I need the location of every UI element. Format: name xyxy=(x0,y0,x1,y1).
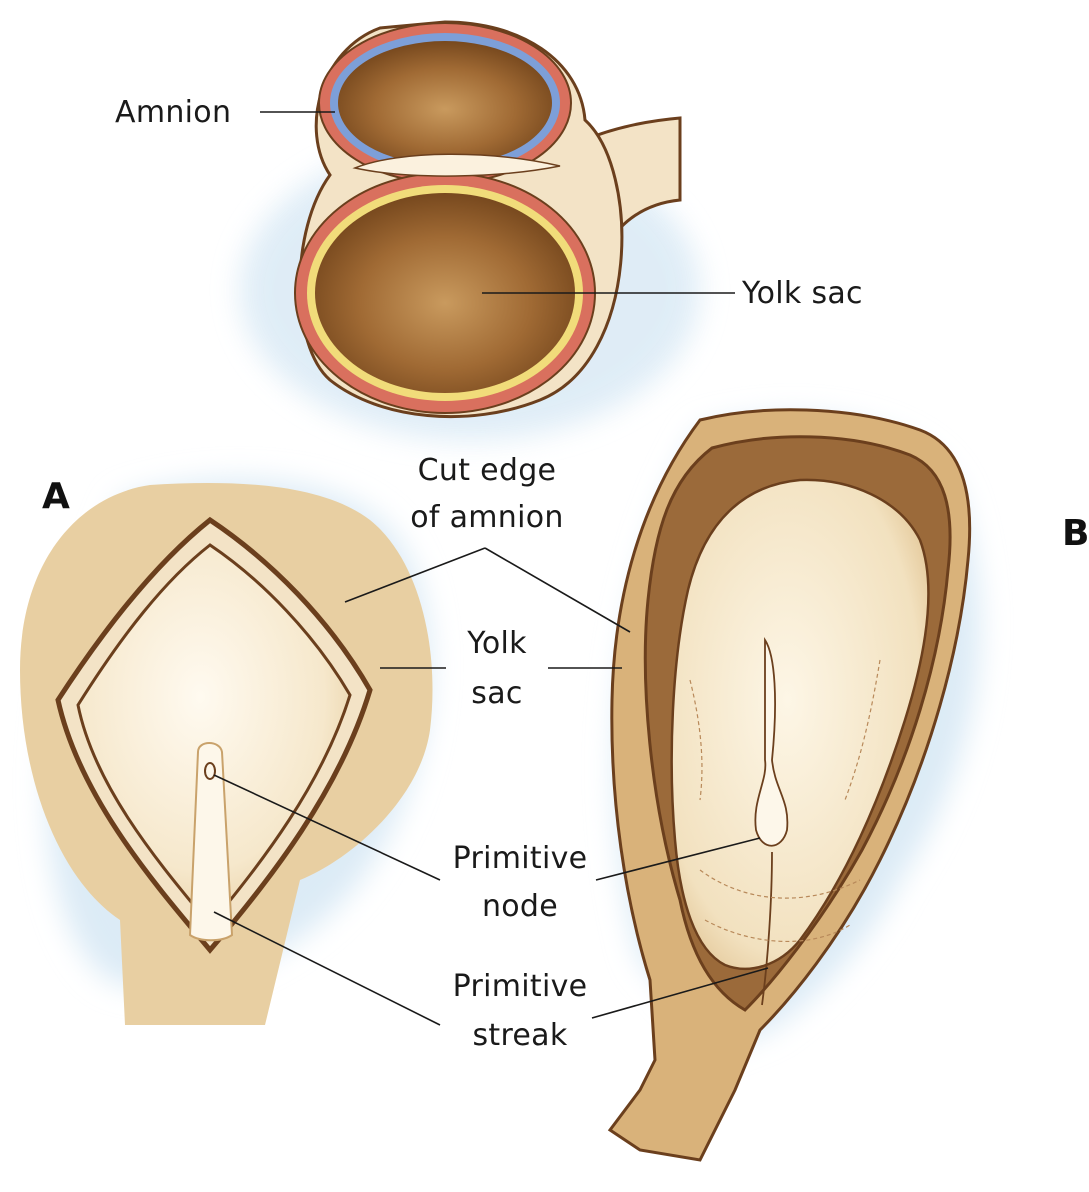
label-cut-edge-line-2: of amnion xyxy=(410,500,563,535)
label-cut-edge-line-1: Cut edge xyxy=(418,453,557,488)
label-yolk-sac-top: Yolk sac xyxy=(741,276,863,311)
label-yolk-sac-line-1: Yolk xyxy=(466,626,527,661)
label-amnion: Amnion xyxy=(115,95,231,130)
label-yolk-sac-line-2: sac xyxy=(471,676,522,711)
figure-a xyxy=(20,480,433,1025)
leader-cut-edge-b xyxy=(485,548,630,632)
panel-label-b: B xyxy=(1062,513,1089,554)
label-primitive-node-line-1: Primitive xyxy=(453,841,588,876)
top-figure xyxy=(240,22,700,440)
panel-label-a: A xyxy=(42,476,70,517)
amniotic-cavity xyxy=(338,41,552,165)
label-primitive-node-line-2: node xyxy=(482,889,558,924)
label-primitive-streak-line-2: streak xyxy=(472,1018,567,1053)
figure-b xyxy=(610,410,980,1160)
label-primitive-streak-line-1: Primitive xyxy=(453,969,588,1004)
